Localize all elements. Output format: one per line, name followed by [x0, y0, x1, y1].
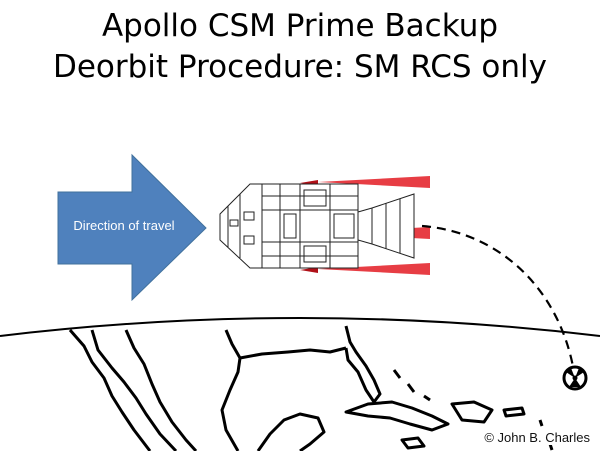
- direction-arrow: [57, 153, 207, 302]
- title-line-2: Deorbit Procedure: SM RCS only: [52, 49, 548, 85]
- direction-arrow-label: Direction of travel: [73, 218, 175, 233]
- slide-title: Apollo CSM Prime Backup Deorbit Procedur…: [0, 6, 600, 88]
- apollo-csm-icon: [219, 176, 430, 275]
- parachute-landing-icon: [562, 365, 588, 391]
- title-line-1: Apollo CSM Prime Backup: [101, 8, 499, 44]
- copyright-notice: © John B. Charles: [482, 430, 592, 445]
- deorbit-trajectory: [421, 224, 576, 373]
- earth-horizon: [0, 317, 600, 337]
- map-coastline: [68, 325, 554, 451]
